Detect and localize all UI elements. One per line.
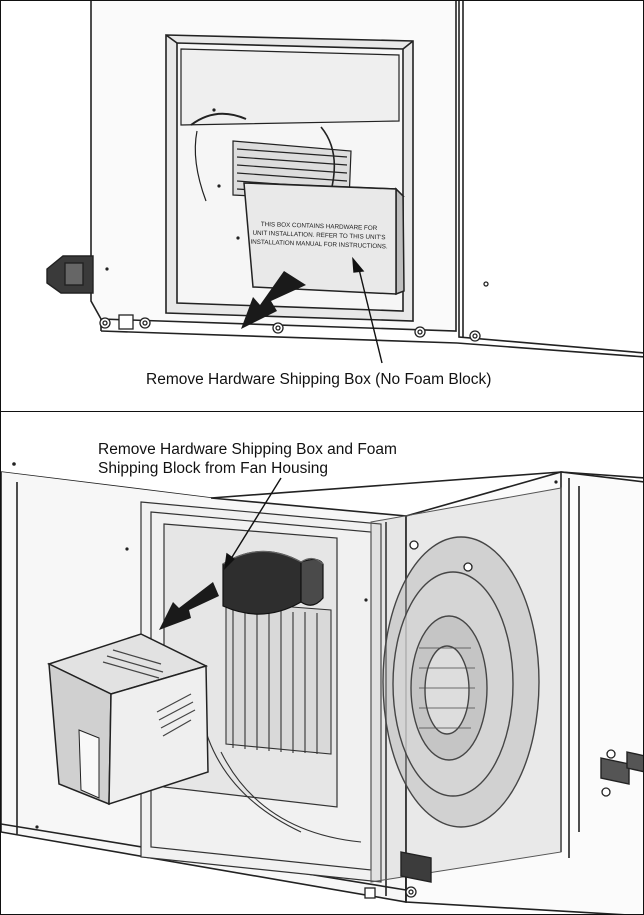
mounting-bolts (99, 281, 489, 342)
top-illustration: THIS BOX CONTAINS HARDWARE FOR UNIT INST… (46, 1, 643, 364)
fan-housing-ring (382, 536, 540, 828)
box-label-line-2: UNIT INSTALLATION. REFER TO THIS UNIT'S (252, 230, 385, 242)
panel-screws (12, 462, 558, 829)
bottom-caption: Remove Hardware Shipping Box and Foam Sh… (98, 440, 397, 478)
housing-shroud (370, 487, 562, 883)
callout-leader (352, 256, 383, 364)
box-label-line-3: INSTALLATION MANUAL FOR INSTRUCTIONS. (250, 239, 388, 251)
top-caption: Remove Hardware Shipping Box (No Foam Bl… (146, 371, 492, 388)
bottom-panel: Remove Hardware Shipping Box and Foam Sh… (0, 411, 644, 915)
box-label-marks (102, 649, 196, 737)
panel-screws (105, 108, 240, 271)
removal-arrow (241, 271, 306, 329)
foam-shipping-block (222, 550, 324, 615)
callout-leader (224, 477, 282, 570)
hardware-shipping-box (46, 633, 209, 806)
removal-arrow (159, 582, 219, 630)
left-mounting-bracket (46, 255, 94, 294)
corner-brackets (400, 751, 643, 883)
top-panel: THIS BOX CONTAINS HARDWARE FOR UNIT INST… (0, 0, 644, 412)
bottom-caption-line-2: Shipping Block from Fan Housing (98, 460, 329, 477)
bottom-caption-line-1: Remove Hardware Shipping Box and Foam (98, 441, 397, 458)
mounting-bolts (364, 540, 616, 899)
bottom-illustration (1, 462, 643, 914)
box-label-line-1: THIS BOX CONTAINS HARDWARE FOR (261, 221, 378, 232)
